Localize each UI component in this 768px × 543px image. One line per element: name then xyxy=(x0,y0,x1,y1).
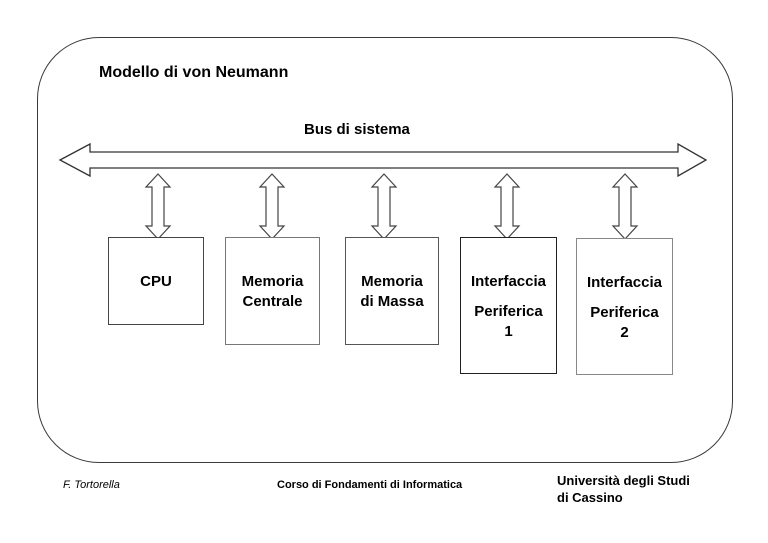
memoria-massa-label-line1: Memoria xyxy=(361,273,423,290)
slide-frame xyxy=(37,37,733,463)
interfaccia-periferica-1-box: Interfaccia Periferica 1 xyxy=(460,237,557,374)
memoria-centrale-box: Memoria Centrale xyxy=(225,237,320,345)
interfaccia-1-label-line1: Interfaccia xyxy=(470,273,547,290)
footer-university-line1: Università degli Studi xyxy=(557,473,690,488)
connector-arrow-memoria-massa xyxy=(370,173,398,240)
memoria-massa-box: Memoria di Massa xyxy=(345,237,439,345)
cpu-label: CPU xyxy=(140,273,172,290)
connector-arrow-interfaccia-1 xyxy=(493,173,521,240)
memoria-massa-label-line2: di Massa xyxy=(360,293,424,310)
cpu-box: CPU xyxy=(108,237,204,325)
footer-course: Corso di Fondamenti di Informatica xyxy=(277,479,463,491)
connector-arrow-interfaccia-2 xyxy=(611,173,639,240)
connector-arrow-memoria-centrale xyxy=(258,173,286,240)
memoria-centrale-label-line2: Centrale xyxy=(242,293,303,310)
connector-arrow-cpu xyxy=(144,173,172,240)
interfaccia-2-label-line3: 2 xyxy=(620,324,629,341)
interfaccia-1-label-line2: Periferica xyxy=(474,303,543,320)
slide-title: Modello di von Neumann xyxy=(99,64,289,81)
system-bus-arrow xyxy=(58,142,708,178)
memoria-centrale-label-line1: Memoria xyxy=(241,273,304,290)
interfaccia-periferica-2-box: Interfaccia Periferica 2 xyxy=(576,238,673,375)
footer-university-line2: di Cassino xyxy=(557,490,623,505)
footer-university: Università degli Studi di Cassino xyxy=(557,472,690,506)
bus-label: Bus di sistema xyxy=(304,121,410,138)
footer-author: F. Tortorella xyxy=(63,479,120,491)
interfaccia-2-label-line1: Interfaccia xyxy=(586,274,663,291)
interfaccia-1-label-line3: 1 xyxy=(504,323,513,340)
interfaccia-2-label-line2: Periferica xyxy=(590,304,659,321)
